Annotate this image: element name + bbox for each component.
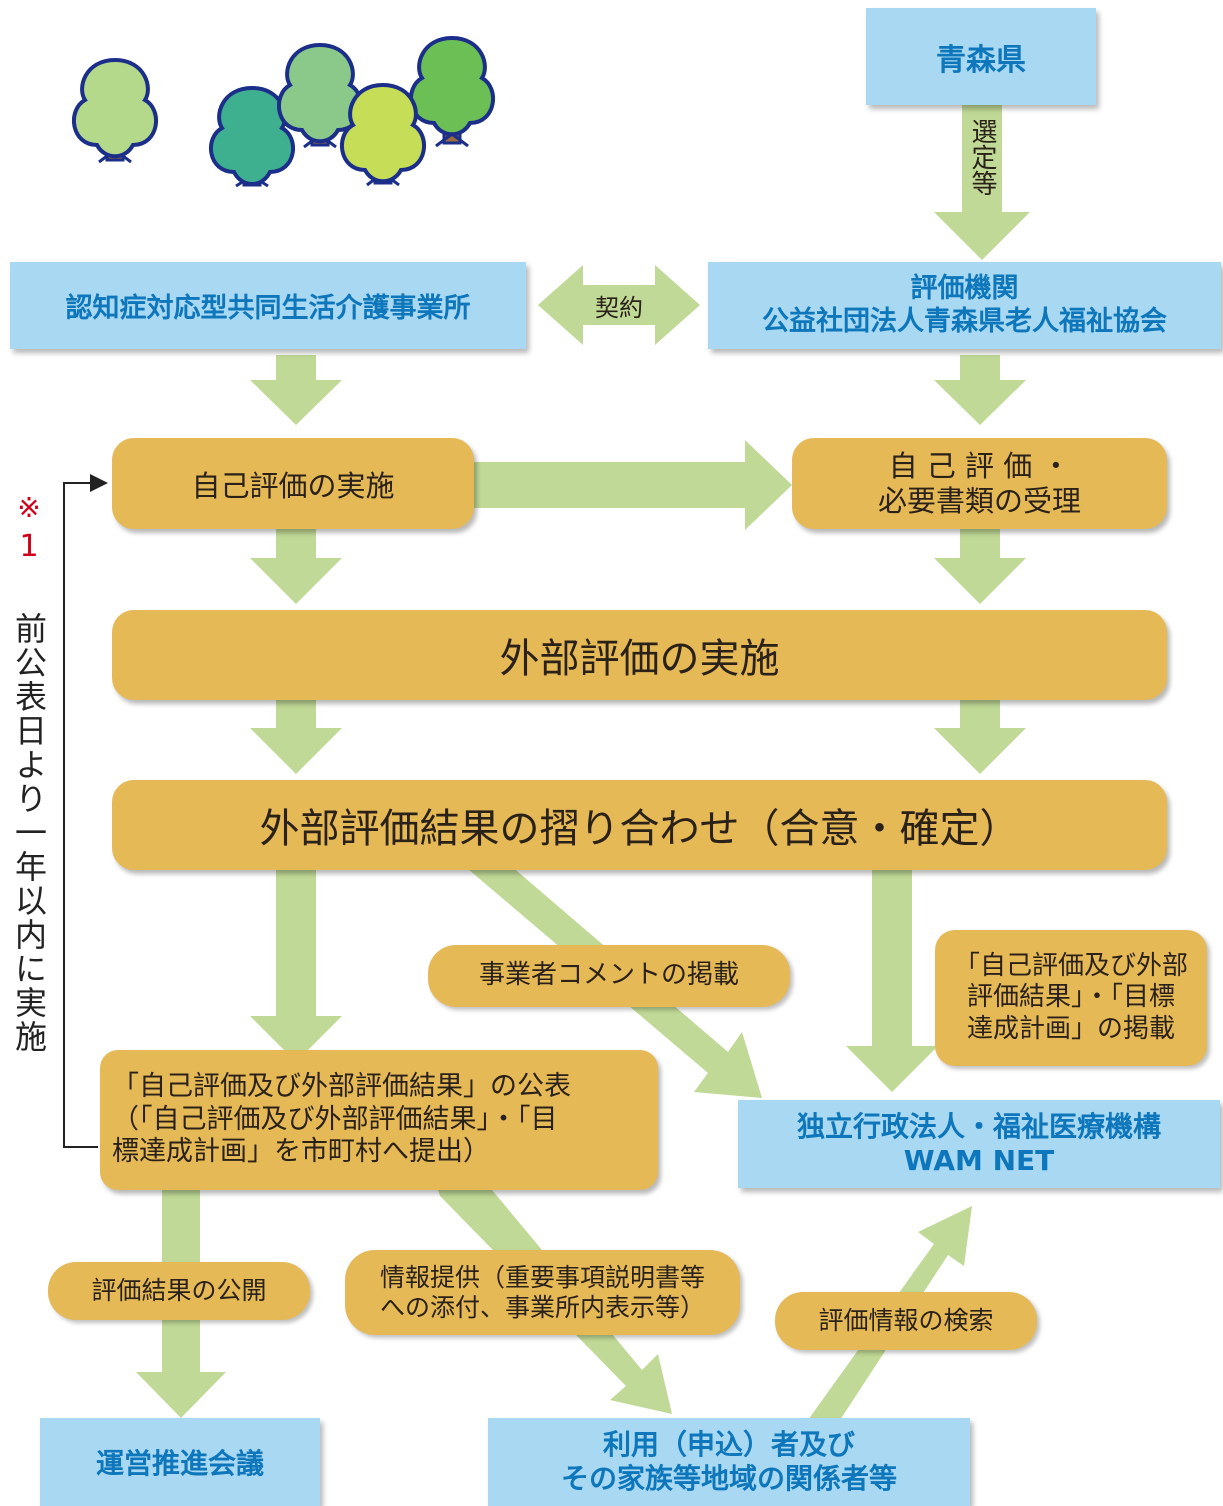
publish-results-line2: 評価結果」・「目標 [966,982,1175,1013]
note-mark: ※ [17,490,41,524]
public-announce-line2: （「自己評価及び外部評価結果」・「目 [112,1103,558,1135]
operator-comment-label: 事業者コメントの掲載 [478,960,739,991]
info-provide-line1: 情報提供（重要事項説明書等 [379,1262,705,1292]
users-line1: 利用（申込）者及び [602,1428,855,1462]
arrow-facility-down [250,355,342,425]
tree-icon [408,35,496,148]
public-announce-line1: 「自己評価及び外部評価結果」の公表 [112,1071,571,1103]
external-eval-label: 外部評価の実施 [499,636,780,682]
aomori-prefecture-label: 青森県 [936,42,1026,78]
arrow-evalorg-down [934,355,1026,425]
info-provide-pill: 情報提供（重要事項説明書等 への添付、事業所内表示等） [345,1250,740,1335]
facility-box: 認知症対応型共同生活介護事業所 [10,262,526,349]
tree-icon [276,42,364,149]
public-announce-box: 「自己評価及び外部評価結果」の公表 （「自己評価及び外部評価結果」・「目 標達成… [100,1050,658,1190]
wam-net-name: WAM NET [903,1144,1055,1177]
arrow-self-down [250,528,342,604]
arrow-users-to-wam [790,1206,972,1420]
publish-results-pill: 「自己評価及び外部 評価結果」・「目標 達成計画」の掲載 [935,930,1207,1066]
arrow-consult-to-public [250,862,342,1062]
arrow-contract [538,265,700,345]
evaluation-org-box: 評価機関 公益社団法人青森県老人福祉協会 [708,262,1221,349]
arrow-external-down-left [250,698,342,774]
receipt-line1: 自 己 評 価 ・ [888,448,1071,483]
tree-icon [339,82,427,187]
receipt-line2: 必要書類の受理 [877,483,1081,518]
publish-results-line1: 「自己評価及び外部 [953,951,1188,982]
users-box: 利用（申込）者及び その家族等地域の関係者等 [488,1418,970,1506]
council-label: 運営推進会議 [95,1447,264,1480]
aomori-prefecture-box: 青森県 [866,8,1096,105]
repeat-bracket-arrowhead [90,474,108,492]
consult-box: 外部評価結果の摺り合わせ（合意・確定） [112,780,1167,870]
contract-label: 契約 [595,293,643,322]
result-open-pill: 評価結果の公開 [48,1262,310,1320]
note-text: 前公表日より一年以内に実施 [10,612,48,1054]
council-box: 運営推進会議 [40,1418,320,1506]
trees-decoration [71,35,496,188]
arrow-selection [934,105,1030,260]
evaluation-org-name: 公益社団法人青森県老人福祉協会 [762,305,1167,337]
users-line2: その家族等地域の関係者等 [560,1462,897,1495]
evaluation-org-title: 評価機関 [910,273,1019,305]
info-search-label: 評価情報の検索 [818,1305,994,1335]
external-eval-box: 外部評価の実施 [112,610,1167,700]
tree-icon [209,85,295,188]
receipt-box: 自 己 評 価 ・ 必要書類の受理 [792,438,1167,529]
selection-label: 選定等 [967,118,997,196]
arrow-self-to-receipt [470,440,792,530]
result-open-label: 評価結果の公開 [91,1275,267,1305]
info-search-pill: 評価情報の検索 [775,1292,1037,1350]
wam-net-box: 独立行政法人・福祉医療機構 WAM NET [738,1100,1220,1188]
self-eval-label: 自己評価の実施 [191,468,395,503]
facility-label: 認知症対応型共同生活介護事業所 [65,293,471,324]
tree-icon [71,57,159,164]
note-number: 1 [19,528,39,564]
info-provide-line2: への添付、事業所内表示等） [379,1292,705,1322]
arrow-receipt-down [934,528,1026,604]
self-eval-box: 自己評価の実施 [112,438,474,529]
publish-results-line3: 達成計画」の掲載 [966,1013,1175,1044]
public-announce-line3: 標達成計画」を市町村へ提出） [112,1136,490,1168]
wam-net-org: 独立行政法人・福祉医療機構 [796,1110,1161,1144]
arrow-external-down-right [934,698,1026,774]
repeat-bracket-line [63,482,98,1148]
consult-label: 外部評価結果の摺り合わせ（合意・確定） [259,806,1020,852]
arrow-consult-to-wam [846,865,938,1092]
operator-comment-pill: 事業者コメントの掲載 [428,945,790,1007]
